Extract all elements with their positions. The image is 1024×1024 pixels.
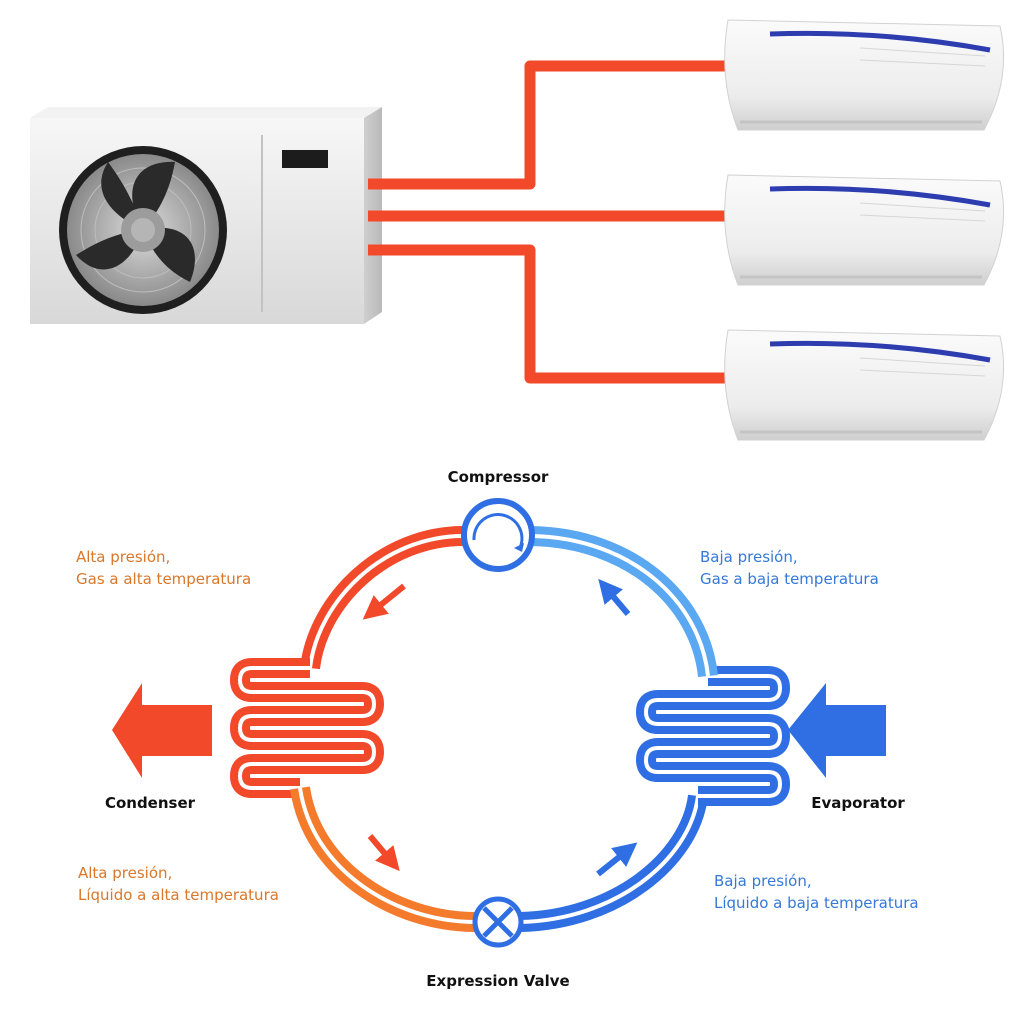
expansion-valve-x-icon	[472, 896, 524, 948]
hot-gas-label-line-2: Gas a alta temperatura	[76, 570, 251, 588]
evaporator-label: Evaporator	[811, 794, 905, 812]
flow-arrow-hot-liquid	[367, 834, 400, 872]
evaporator-coil	[636, 666, 790, 806]
hot-liquid-label-line-1: Alta presión,	[78, 864, 172, 882]
cold-liquid-label-line-2: Líquido a baja temperatura	[714, 894, 919, 912]
refrigerant-lines	[368, 60, 738, 384]
flow-arrow-hot-gas	[362, 583, 406, 620]
hot-gas-label-line-1: Alta presión,	[76, 548, 170, 566]
hot-liquid-line	[290, 786, 477, 932]
compressor-rotation-icon	[461, 498, 535, 572]
compressor-label: Compressor	[448, 468, 549, 486]
line-to-unit-1	[368, 60, 738, 190]
cold-gas-line	[531, 526, 718, 678]
valve-label: Expression Valve	[426, 972, 569, 990]
cold-liquid-line	[519, 794, 708, 932]
indoor-unit-3	[724, 329, 1005, 441]
outdoor-unit-top	[30, 107, 382, 118]
condenser-label: Condenser	[105, 794, 196, 812]
cold-gas-label-line-2: Gas a baja temperatura	[700, 570, 879, 588]
condenser-coil	[230, 658, 384, 798]
hot-gas-line	[300, 525, 466, 670]
outdoor-unit	[30, 107, 382, 324]
flow-arrow-cold-liquid	[596, 842, 638, 877]
cold-liquid-label-line-1: Baja presión,	[714, 872, 812, 890]
hot-liquid-label-line-2: Líquido a alta temperatura	[78, 886, 279, 904]
indoor-unit-2	[724, 174, 1005, 286]
flow-arrow-cold-gas	[598, 578, 631, 616]
heat-out-arrow-icon	[112, 683, 212, 778]
cold-gas-label-line-1: Baja presión,	[700, 548, 798, 566]
heat-in-arrow-icon	[788, 683, 886, 778]
indoor-unit-1	[724, 19, 1005, 131]
fan-icon	[59, 146, 227, 314]
outdoor-unit-display	[282, 150, 328, 168]
line-to-unit-3	[368, 244, 738, 384]
